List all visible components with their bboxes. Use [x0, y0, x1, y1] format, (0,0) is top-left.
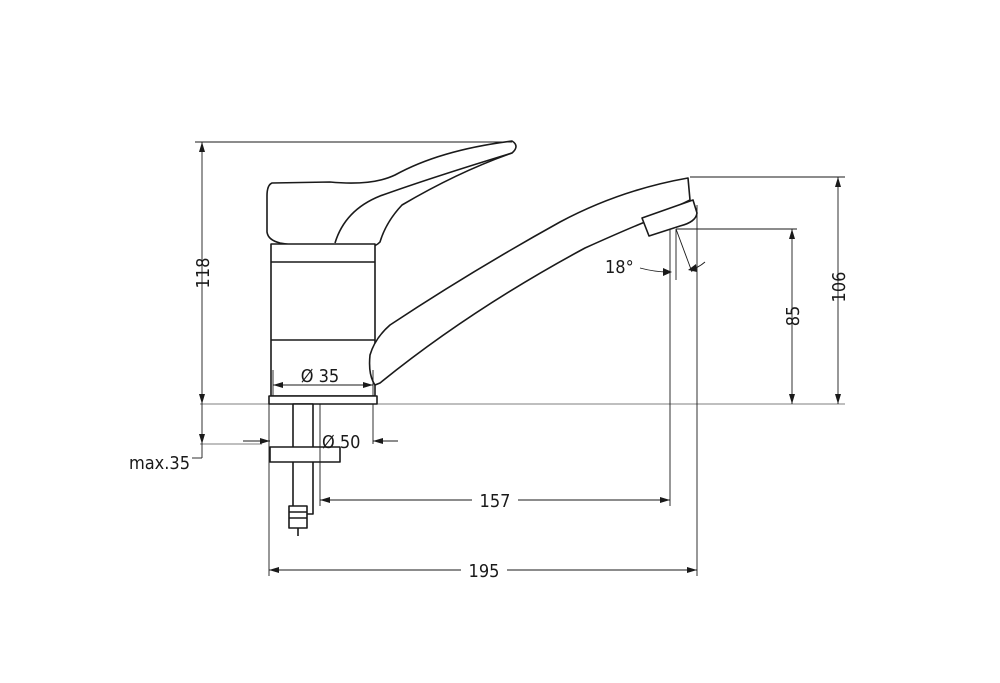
label-85: 85	[783, 306, 804, 327]
dim-total-height: 118	[193, 141, 512, 404]
faucet-body	[266, 140, 698, 536]
base-flange	[268, 395, 378, 405]
label-angle: 18°	[605, 257, 634, 278]
label-106: 106	[829, 272, 850, 303]
mounting-nut	[269, 446, 341, 463]
dim-counter-thickness: max.35	[129, 404, 205, 474]
dim-overall-width: 195	[268, 205, 698, 582]
label-118: 118	[193, 258, 214, 289]
lever-underside	[334, 152, 513, 244]
label-max-35: max.35	[129, 453, 190, 474]
label-157: 157	[480, 491, 511, 512]
label-diameter-50: Ø 50	[322, 432, 361, 453]
lever-handle	[266, 140, 517, 252]
dim-spout-reach: 157	[319, 229, 671, 512]
body-cylinder	[270, 243, 376, 397]
spout	[368, 177, 691, 386]
dim-lever-height: 106	[690, 176, 850, 404]
label-diameter-35: Ø 35	[301, 366, 340, 387]
dim-angle: 18°	[605, 228, 706, 280]
dim-base-diameter: Ø 35	[272, 366, 374, 396]
dim-spout-height: 85	[676, 228, 804, 404]
dim-mount-diameter: Ø 50	[243, 404, 398, 453]
hose-fitting	[288, 505, 308, 529]
label-195: 195	[469, 561, 500, 582]
